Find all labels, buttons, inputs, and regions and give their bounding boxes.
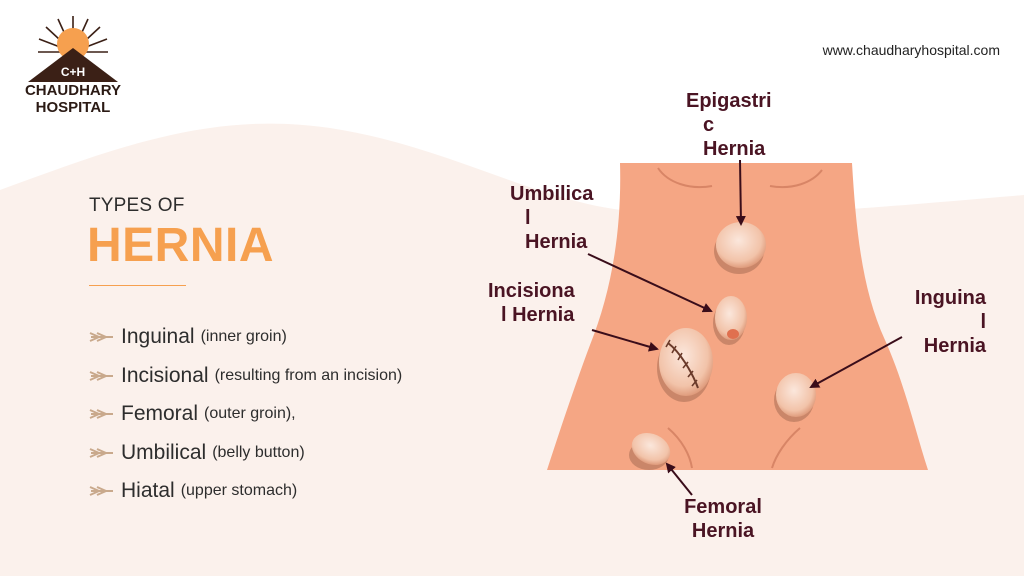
inguinal-arrow: [809, 336, 903, 388]
slide-title: HERNIA: [87, 219, 275, 272]
femoral-bulge: [629, 432, 671, 470]
list-item: Umbilical (belly button): [89, 434, 402, 473]
hernia-type-desc: (inner groin): [200, 328, 287, 346]
logo-line2: HOSPITAL: [35, 99, 111, 116]
incisional-arrow: [591, 329, 659, 352]
double-chevron-arrow-icon: [89, 409, 113, 420]
hernia-types-list: Inguinal (inner groin) Incisional (resul…: [89, 318, 402, 511]
label-line: Epigastri: [686, 90, 772, 112]
label-line: l Hernia: [501, 304, 575, 326]
list-item: Femoral (outer groin),: [89, 395, 402, 434]
label-line: Femoral: [684, 496, 762, 518]
hernia-type-name: Hiatal: [121, 479, 175, 503]
label-line: l: [525, 207, 531, 229]
logo-badge: C+H: [60, 65, 86, 79]
hernia-type-desc: (upper stomach): [180, 482, 298, 500]
inguinal-label: Inguina l Hernia: [886, 286, 986, 358]
hospital-logo: C+H CHAUDHARY HOSPITAL: [18, 10, 128, 120]
label-line: Incisiona: [488, 280, 575, 302]
list-item: Incisional (resulting from an incision): [89, 357, 402, 396]
hernia-type-name: Umbilical: [121, 440, 207, 464]
incisional-label: Incisiona l Hernia: [488, 279, 608, 327]
label-line: Hernia: [691, 520, 755, 542]
label-line: Hernia: [923, 335, 986, 357]
label-line: Umbilica: [510, 183, 594, 205]
umbilical-label: Umbilica l Hernia: [510, 182, 620, 254]
label-line: Hernia: [703, 138, 766, 160]
umbilical-bulge: [713, 296, 747, 345]
label-line: l: [980, 311, 986, 333]
sun-mountain-logo-icon: [28, 16, 118, 82]
double-chevron-arrow-icon: [89, 332, 113, 343]
epigastric-label: Epigastri c Hernia: [686, 89, 796, 161]
list-item: Hiatal (upper stomach): [89, 472, 402, 511]
title-divider: [89, 285, 186, 286]
hernia-type-desc: (belly button): [212, 443, 305, 461]
femoral-label: Femoral Hernia: [668, 495, 778, 543]
label-line: c: [703, 114, 715, 136]
hernia-type-desc: (resulting from an incision): [214, 366, 403, 384]
double-chevron-arrow-icon: [89, 447, 113, 458]
list-item: Inguinal (inner groin): [89, 318, 402, 357]
hernia-type-name: Femoral: [121, 402, 199, 426]
hernia-type-name: Incisional: [121, 363, 209, 387]
hernia-type-desc: (outer groin),: [204, 405, 296, 423]
double-chevron-arrow-icon: [89, 370, 113, 381]
femoral-arrow: [665, 462, 693, 496]
double-chevron-arrow-icon: [89, 486, 113, 497]
label-line: Hernia: [525, 231, 588, 253]
hernia-type-name: Inguinal: [121, 325, 195, 349]
epigastric-arrow: [735, 159, 746, 226]
umbilical-arrow: [587, 253, 713, 313]
label-line: Inguina: [914, 287, 986, 309]
website-url[interactable]: www.chaudharyhospital.com: [822, 42, 1000, 58]
epigastric-bulge: [714, 222, 766, 274]
logo-line1: CHAUDHARY: [24, 82, 122, 99]
incisional-bulge: [657, 328, 713, 402]
slide-subtitle: TYPES OF: [89, 195, 185, 216]
inguinal-bulge: [774, 373, 816, 422]
